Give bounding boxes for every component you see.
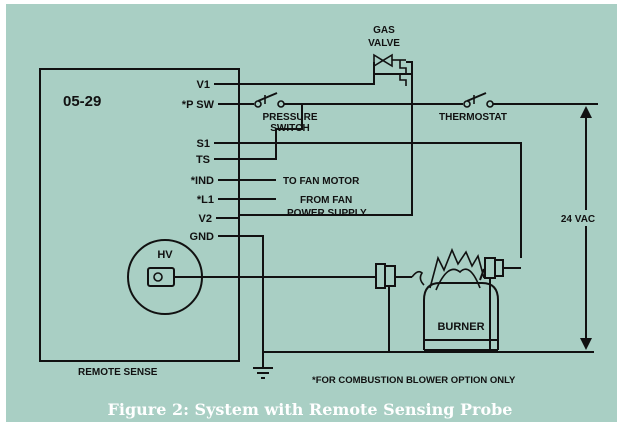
thermostat-switch bbox=[463, 92, 598, 108]
burner bbox=[423, 247, 499, 351]
control-name-label: REMOTE SENSE bbox=[78, 367, 158, 378]
gas-valve bbox=[239, 53, 413, 216]
supply-voltage-label: 24 VAC bbox=[561, 214, 595, 225]
fan-supply-label-line1: FROM FAN bbox=[300, 195, 352, 206]
terminal-psw: *P SW bbox=[182, 99, 215, 111]
wire-v2 bbox=[239, 62, 413, 216]
fan-supply-label-line2: POWER SUPPLY bbox=[287, 208, 367, 219]
terminal-ind: *IND bbox=[191, 175, 214, 187]
terminal-gnd: GND bbox=[190, 231, 215, 243]
pressure-switch-label-line2: SWITCH bbox=[270, 123, 309, 134]
thermostat-label: THERMOSTAT bbox=[439, 112, 507, 123]
gas-valve-label-line2: VALVE bbox=[368, 38, 400, 49]
ground-icon bbox=[253, 352, 273, 379]
burner-label: BURNER bbox=[437, 321, 484, 333]
hv-label: HV bbox=[157, 249, 173, 261]
gas-valve-label-line1: GAS bbox=[373, 25, 395, 36]
terminal-v1: V1 bbox=[197, 79, 210, 91]
wire-s1 bbox=[239, 142, 522, 258]
pressure-switch-label-line1: PRESSURE bbox=[262, 112, 317, 123]
control-model-label: 05-29 bbox=[63, 93, 101, 110]
hv-probe bbox=[127, 239, 376, 315]
figure-caption: Figure 2: System with Remote Sensing Pro… bbox=[108, 400, 513, 419]
terminal-ts: TS bbox=[196, 154, 210, 166]
supply-voltage-arrow bbox=[566, 106, 606, 350]
terminal-l1: *L1 bbox=[197, 194, 214, 206]
right-electrode bbox=[479, 257, 521, 352]
pressure-switch bbox=[239, 92, 303, 160]
footnote: *FOR COMBUSTION BLOWER OPTION ONLY bbox=[312, 375, 516, 386]
fan-motor-label: TO FAN MOTOR bbox=[283, 176, 360, 187]
wire-ground bbox=[239, 235, 594, 353]
flame-sensor-fitting bbox=[375, 263, 425, 352]
terminal-stubs bbox=[214, 83, 239, 237]
terminal-s1: S1 bbox=[197, 138, 210, 150]
terminal-v2: V2 bbox=[199, 213, 212, 225]
